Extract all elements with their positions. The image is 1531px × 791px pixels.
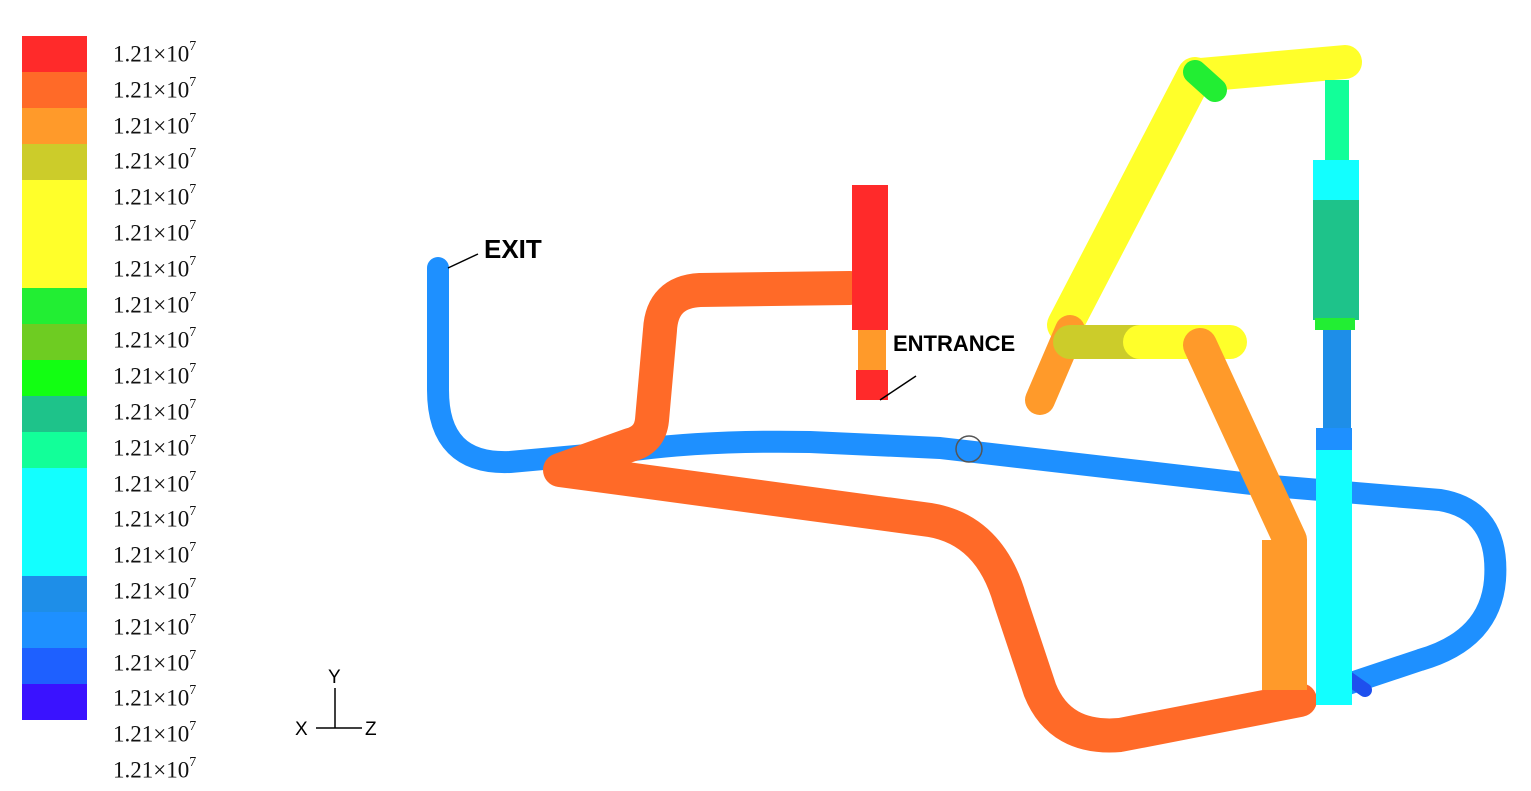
legend-label: 1.21×107 <box>113 611 197 640</box>
legend-swatch <box>22 576 87 612</box>
legend-swatch <box>22 432 87 468</box>
rotation-center-marker <box>955 435 983 463</box>
entrance-callout: ENTRANCE <box>879 331 1015 401</box>
exit-callout: EXIT <box>447 234 542 269</box>
legend-swatch <box>22 108 87 144</box>
legend-swatch <box>22 468 87 504</box>
yellow-frame-pipe <box>1025 45 1362 557</box>
legend-label: 1.21×107 <box>113 110 197 139</box>
legend-label: 1.21×107 <box>113 576 197 604</box>
legend-swatch <box>22 216 87 252</box>
legend-label: 1.21×107 <box>113 755 197 783</box>
axis-x-label: X <box>295 719 308 740</box>
axis-y-label: Y <box>328 667 341 688</box>
axis-z-label: Z <box>365 719 377 740</box>
legend-swatch <box>22 396 87 432</box>
legend-swatch <box>22 180 87 216</box>
orange-vertical-segment <box>1262 540 1307 690</box>
exit-label: EXIT <box>484 234 542 264</box>
legend-label: 1.21×107 <box>113 683 197 712</box>
legend-label: 1.21×107 <box>113 361 197 389</box>
legend-swatch <box>22 36 87 72</box>
legend-label: 1.21×107 <box>113 540 197 568</box>
legend-swatch <box>22 612 87 648</box>
legend-label: 1.21×107 <box>113 146 197 175</box>
axis-triad: Y X Z <box>295 667 377 740</box>
legend-label: 1.21×107 <box>113 719 197 747</box>
legend-swatch <box>22 144 87 180</box>
orange-pipe <box>543 271 1317 753</box>
legend-label: 1.21×107 <box>113 289 197 318</box>
legend-label: 1.21×107 <box>113 432 197 461</box>
legend-label: 1.21×107 <box>113 397 197 425</box>
legend-label: 1.21×107 <box>113 647 197 676</box>
legend-label: 1.21×107 <box>113 182 197 210</box>
legend-label: 1.21×107 <box>113 74 197 103</box>
legend-swatch <box>22 288 87 324</box>
legend-label: 1.21×107 <box>113 504 197 533</box>
legend-label: 1.21×107 <box>113 218 197 246</box>
legend-label: 1.21×107 <box>113 468 197 497</box>
entrance-pipe <box>852 185 888 400</box>
legend-swatch <box>22 252 87 288</box>
legend-swatch <box>22 324 87 360</box>
legend-swatch <box>22 72 87 108</box>
right-vertical-pipe <box>1313 80 1359 705</box>
legend-swatch <box>22 360 87 396</box>
color-legend: 1.21×107 1.21×107 1.21×107 1.21×107 1.21×107… <box>0 0 260 791</box>
legend-swatch <box>22 540 87 576</box>
legend-swatch <box>22 648 87 684</box>
entrance-label: ENTRANCE <box>893 331 1015 356</box>
legend-label: 1.21×107 <box>113 39 197 67</box>
legend-swatch <box>22 504 87 540</box>
legend-label: 1.21×107 <box>113 325 197 354</box>
legend-label: 1.21×107 <box>113 253 197 282</box>
legend-swatch <box>22 684 87 720</box>
